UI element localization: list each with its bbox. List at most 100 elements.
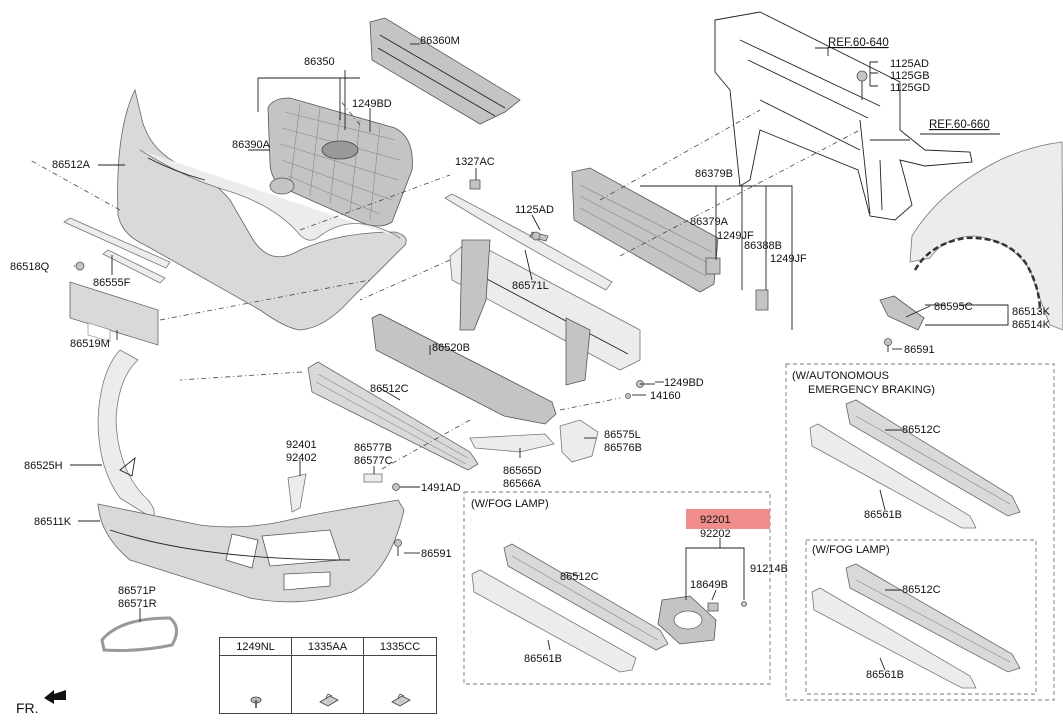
part-1491AD-screw[interactable] [392,483,400,491]
part-86512C-lower-grille[interactable] [307,361,479,471]
label-86571P[interactable]: 86571P [118,585,156,597]
part-14160-clip[interactable] [625,393,631,399]
part-86591-screw-mid[interactable] [394,539,402,557]
part-86561B-aeb[interactable] [809,423,977,529]
label-86390A[interactable]: 86390A [232,139,271,151]
part-86591-screw-right[interactable] [884,338,892,353]
label-86388B[interactable]: 86388B [744,240,782,252]
part-86350-grille[interactable] [267,97,413,227]
label-86577C[interactable]: 86577C [354,455,393,467]
part-86512C-fog2[interactable] [845,563,1021,673]
label-86576B[interactable]: 86576B [604,442,642,454]
label-86561B-fog[interactable]: 86561B [524,653,562,665]
part-92201-fog-lamp[interactable] [657,595,717,645]
part-bumper-beam[interactable] [449,239,641,386]
dash-lines [29,99,861,471]
label-1125AD-mid[interactable]: 1125AD [515,204,554,216]
highlight-92201 [686,509,770,529]
part-86512A-upper-cover[interactable] [117,88,407,331]
label-86512A[interactable]: 86512A [52,159,91,171]
label-1125GD[interactable]: 1125GD [890,82,930,94]
label-86571L[interactable]: 86571L [512,280,549,292]
label-92201[interactable]: 92201 [700,514,731,526]
label-REF-60-660[interactable]: REF.60-660 [929,119,990,131]
label-86577B[interactable]: 86577B [354,442,392,454]
label-86512C-main[interactable]: 86512C [370,383,409,395]
part-91214B-socket[interactable] [741,601,747,607]
part-86518Q-trim[interactable] [63,217,171,269]
part-86512C-aeb[interactable] [845,399,1021,517]
label-86512C-fog[interactable]: 86512C [560,571,599,583]
label-1125AD-right[interactable]: 1125AD [890,58,929,70]
label-1249BD-top[interactable]: 1249BD [352,98,392,110]
label-86595C[interactable]: 86595C [934,301,973,313]
label-86571R[interactable]: 86571R [118,598,157,610]
fastener-table: 1249NL 1335AA 1335CC [219,637,437,714]
label-86514K[interactable]: 86514K [1012,319,1051,331]
label-92402[interactable]: 92402 [286,452,317,464]
label-86379A[interactable]: 86379A [690,216,729,228]
label-1491AD[interactable]: 1491AD [421,482,461,494]
part-86561B-fog[interactable] [471,569,637,673]
part-86571P-surround[interactable] [100,616,178,652]
label-86591-mid[interactable]: 86591 [421,548,452,560]
part-86577B-clip[interactable] [363,473,383,483]
part-86511K-lower-cover[interactable] [97,499,405,603]
part-86561B-fog2[interactable] [811,587,977,689]
part-92401-reflector[interactable] [287,473,307,513]
part-1125AD-bolt[interactable] [529,231,549,242]
part-86519M-plate-bracket[interactable] [69,281,159,346]
label-1249JF-b[interactable]: 1249JF [770,253,807,265]
label-1249BD-mid[interactable]: 1249BD [664,377,704,389]
label-86512C-fog2[interactable]: 86512C [902,584,941,596]
label-86565D[interactable]: 86565D [503,465,542,477]
part-86360M[interactable] [369,17,521,125]
label-86512C-aeb[interactable]: 86512C [902,424,941,436]
part-fender-REF60-660[interactable] [909,141,1063,331]
label-86591-right[interactable]: 86591 [904,344,935,356]
part-86390A-emblem[interactable] [269,177,295,195]
label-86350[interactable]: 86350 [304,56,335,68]
label-1249JF-a[interactable]: 1249JF [717,230,754,242]
part-86555F-trim[interactable] [102,249,166,284]
label-86525H[interactable]: 86525H [24,460,63,472]
label-18649B[interactable]: 18649B [690,579,728,591]
part-86518Q-clip[interactable] [75,261,85,271]
label-1327AC[interactable]: 1327AC [455,156,495,168]
label-86566A[interactable]: 86566A [503,478,542,490]
part-86388B[interactable] [755,289,769,311]
part-86595C-bracket[interactable] [879,295,925,331]
label-86360M[interactable]: 86360M [420,35,460,47]
part-18649B-bulb[interactable] [707,602,719,612]
label-91214B[interactable]: 91214B [750,563,788,575]
label-92202[interactable]: 92202 [700,528,731,540]
label-14160[interactable]: 14160 [650,390,681,402]
label-92401[interactable]: 92401 [286,439,317,451]
label-86561B-aeb[interactable]: 86561B [864,509,902,521]
label-86519M[interactable]: 86519M [70,338,110,350]
label-86520B[interactable]: 86520B [432,342,470,354]
part-86520B-absorber[interactable] [371,313,557,425]
part-86379A[interactable] [705,257,721,275]
label-86575L[interactable]: 86575L [604,429,641,441]
part-1249BD-bolt-mid[interactable] [636,380,656,388]
part-86379B-air-flap[interactable] [571,167,719,293]
label-86518Q[interactable]: 86518Q [10,261,50,273]
label-86555F[interactable]: 86555F [93,277,131,289]
part-86565D-cover[interactable] [469,433,555,453]
label-86511K[interactable]: 86511K [34,516,72,528]
label-86513K[interactable]: 86513K [1012,306,1051,318]
fastener-cell-1335AA[interactable] [292,656,364,713]
label-86561B-fog2[interactable]: 86561B [866,669,904,681]
label-REF-60-640[interactable]: REF.60-640 [828,37,889,49]
part-86512C-fog[interactable] [503,543,669,651]
part-86575L-bracket[interactable] [559,419,599,463]
part-1327AC-clip[interactable] [469,179,481,190]
label-86379B[interactable]: 86379B [695,168,733,180]
fastener-cell-1335CC[interactable] [364,656,436,713]
part-86525H-lower-frame[interactable] [97,349,155,519]
fastener-cell-1249NL[interactable] [220,656,292,713]
part-1125AD-GB-GD-bolt[interactable] [856,70,868,100]
label-1125GB[interactable]: 1125GB [890,70,930,82]
part-86571L-strip[interactable] [444,193,613,291]
